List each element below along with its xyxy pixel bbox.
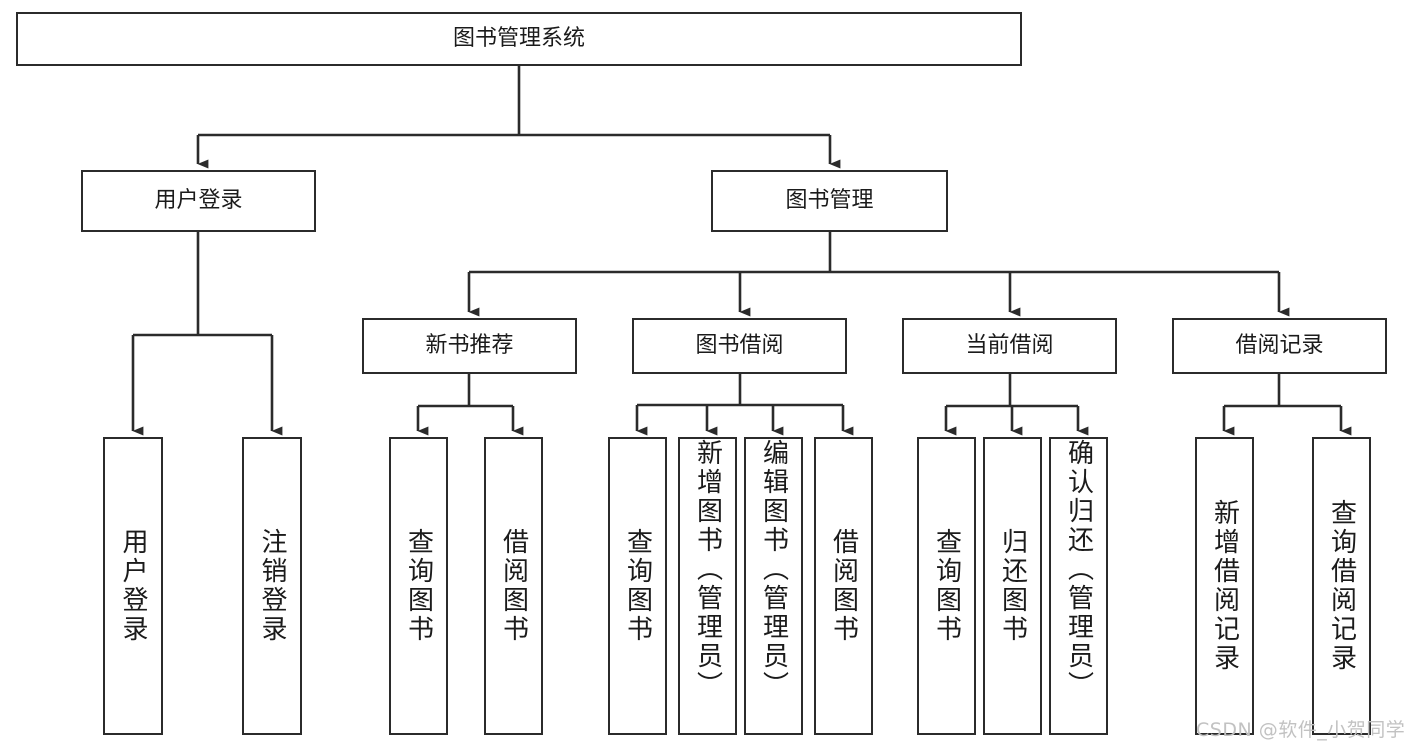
- node-current-borrow[interactable]: 当前借阅: [902, 318, 1117, 374]
- watermark: CSDN @软件_小贺同学: [1196, 719, 1405, 741]
- node-leaf-borrow-book-1[interactable]: 借阅图书: [484, 437, 543, 735]
- node-leaf-borrow-book-1-label: 借阅图书: [498, 528, 529, 644]
- node-leaf-return-book-label: 归还图书: [997, 528, 1028, 644]
- node-leaf-logout[interactable]: 注销登录: [242, 437, 302, 735]
- node-root[interactable]: 图书管理系统: [16, 12, 1022, 66]
- node-leaf-query-record-label: 查询借阅记录: [1326, 499, 1357, 673]
- node-new-book-recommend-label: 新书推荐: [425, 332, 514, 358]
- node-leaf-query-book-2-label: 查询图书: [622, 528, 653, 644]
- node-leaf-query-book-3[interactable]: 查询图书: [917, 437, 976, 735]
- node-book-borrow[interactable]: 图书借阅: [632, 318, 847, 374]
- node-leaf-edit-book-label: 编辑图书（管理员）: [758, 439, 789, 700]
- node-book-manage[interactable]: 图书管理: [711, 170, 948, 232]
- node-user-login[interactable]: 用户登录: [81, 170, 316, 232]
- node-leaf-query-book-2[interactable]: 查询图书: [608, 437, 667, 735]
- node-leaf-confirm-return[interactable]: 确认归还（管理员）: [1049, 437, 1108, 735]
- node-leaf-add-record[interactable]: 新增借阅记录: [1195, 437, 1254, 735]
- node-leaf-confirm-return-label: 确认归还（管理员）: [1063, 439, 1094, 700]
- node-leaf-query-record[interactable]: 查询借阅记录: [1312, 437, 1371, 735]
- node-new-book-recommend[interactable]: 新书推荐: [362, 318, 577, 374]
- node-borrow-record[interactable]: 借阅记录: [1172, 318, 1387, 374]
- node-leaf-edit-book[interactable]: 编辑图书（管理员）: [744, 437, 803, 735]
- node-leaf-add-record-label: 新增借阅记录: [1209, 499, 1240, 673]
- node-leaf-query-book-1[interactable]: 查询图书: [389, 437, 448, 735]
- node-leaf-add-book[interactable]: 新增图书（管理员）: [678, 437, 737, 735]
- node-leaf-borrow-book-2-label: 借阅图书: [828, 528, 859, 644]
- node-leaf-user-login[interactable]: 用户登录: [103, 437, 163, 735]
- node-borrow-record-label: 借阅记录: [1235, 332, 1324, 358]
- node-book-borrow-label: 图书借阅: [695, 332, 784, 358]
- node-current-borrow-label: 当前借阅: [965, 332, 1054, 358]
- node-leaf-query-book-1-label: 查询图书: [403, 528, 434, 644]
- node-leaf-query-book-3-label: 查询图书: [931, 528, 962, 644]
- node-root-label: 图书管理系统: [452, 25, 585, 51]
- node-leaf-return-book[interactable]: 归还图书: [983, 437, 1042, 735]
- node-leaf-user-login-label: 用户登录: [118, 528, 148, 644]
- node-leaf-borrow-book-2[interactable]: 借阅图书: [814, 437, 873, 735]
- node-book-manage-label: 图书管理: [785, 187, 874, 213]
- node-user-login-label: 用户登录: [154, 187, 243, 213]
- node-leaf-add-book-label: 新增图书（管理员）: [692, 439, 723, 700]
- node-leaf-logout-label: 注销登录: [257, 528, 287, 644]
